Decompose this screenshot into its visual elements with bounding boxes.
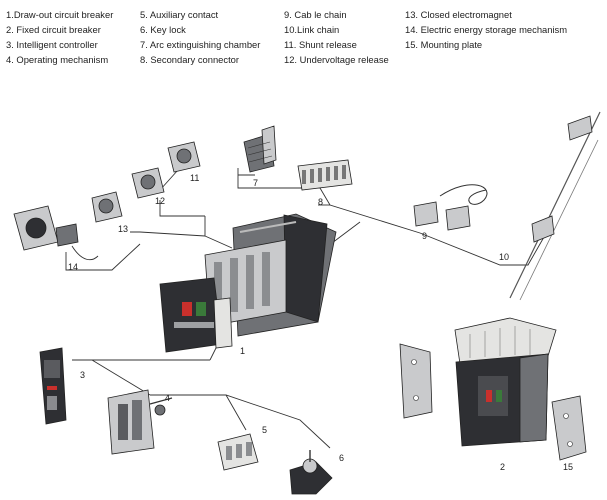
legend-item-3: 3. Intelligent controller [6,39,98,50]
part-cable-chain [413,184,488,231]
part-operating-mechanism [107,389,173,455]
legend-item-2: 2. Fixed circuit breaker [6,24,101,35]
callout-5: 5 [262,425,267,435]
callout-9: 9 [422,231,427,241]
legend-item-5: 5. Auxiliary contact [140,9,219,20]
legend-item-10: 10.Link chain [284,24,339,35]
part-arc-extinguishing-chamber [243,125,277,173]
part-key-lock [289,450,333,495]
callout-4: 4 [165,393,170,403]
callout-13: 13 [118,224,128,234]
callout-1: 1 [240,346,245,356]
callout-3: 3 [80,370,85,380]
callouts: 1 2 3 4 5 6 7 8 9 10 11 12 13 14 15 [68,173,573,472]
part-mounting-plate [551,395,587,461]
callout-6: 6 [339,453,344,463]
legend-item-14: 14. Electric energy storage mechanism [405,24,567,35]
part-closed-electromagnet [91,191,123,223]
legend-item-9: 9. Cab le chain [284,9,347,20]
legend-item-1: 1.Draw-out circuit breaker [6,9,113,20]
legend-item-6: 6. Key lock [140,24,186,35]
part-shunt-release [167,141,201,173]
part-draw-out-circuit-breaker [159,213,337,353]
callout-15: 15 [563,462,573,472]
part-auxiliary-contact [217,433,259,471]
callout-12: 12 [155,196,165,206]
legend-item-15: 15. Mounting plate [405,39,482,50]
legend-item-7: 7. Arc extinguishing chamber [140,39,260,50]
part-link-chain [509,111,601,301]
legend: 1.Draw-out circuit breaker 2. Fixed circ… [6,9,567,65]
callout-14: 14 [68,262,78,272]
callout-11: 11 [190,173,199,183]
legend-item-13: 13. Closed electromagnet [405,9,512,20]
callout-2: 2 [500,462,505,472]
legend-item-4: 4. Operating mechanism [6,54,108,65]
callout-7: 7 [253,178,258,188]
part-intelligent-controller [39,347,67,425]
legend-item-8: 8. Secondary connector [140,54,239,65]
part-fixed-circuit-breaker [399,317,557,447]
part-electric-energy-storage-mechanism [13,205,99,261]
part-secondary-connector [297,159,353,191]
callout-10: 10 [499,252,509,262]
legend-item-12: 12. Undervoltage release [284,54,389,65]
part-undervoltage-release [131,167,165,199]
callout-8: 8 [318,197,323,207]
leader-lines [65,168,549,449]
legend-item-11: 11. Shunt release [284,39,357,50]
